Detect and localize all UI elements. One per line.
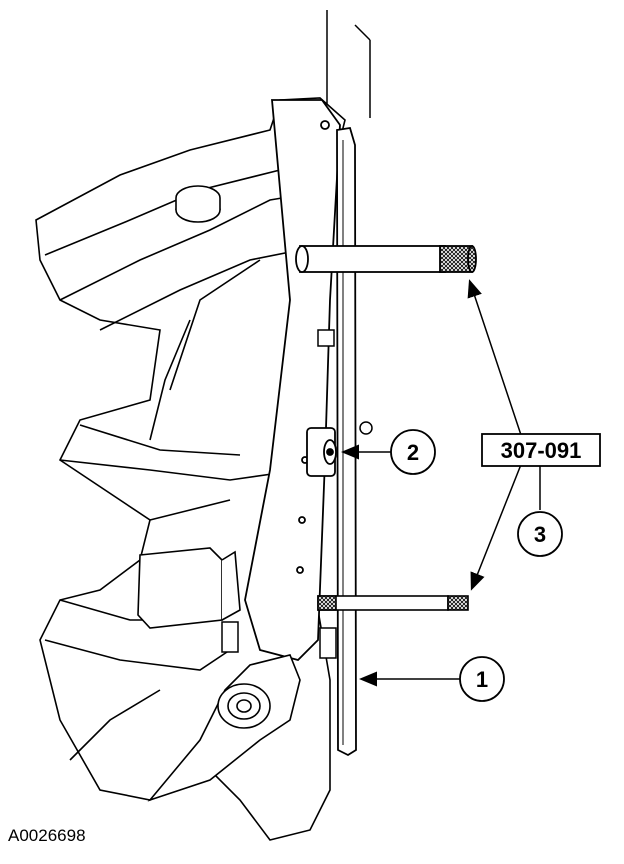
callout-1: 1 [459,656,505,702]
lower-guide-pin [317,595,469,611]
transmission-housing [35,97,346,841]
spacer-bushing [306,427,337,477]
fixture-bolts [221,329,373,659]
svg-text:1: 1 [476,667,488,692]
lower-mount [147,654,301,802]
callout-3: 3 [517,511,563,557]
boss-plug [175,185,221,223]
tool-number-label: 307-091 [481,433,601,467]
upper-guide-pin [295,245,477,273]
figure-id: A0026698 [8,826,86,845]
svg-text:2: 2 [407,440,419,465]
svg-text:3: 3 [534,522,546,547]
leader-lines [341,279,541,687]
callout-2: 2 [390,429,436,475]
upper-shaft [326,10,371,118]
holding-fixture-plate [336,126,357,757]
svg-text:307-091: 307-091 [501,438,582,463]
bracket-block [137,547,241,629]
